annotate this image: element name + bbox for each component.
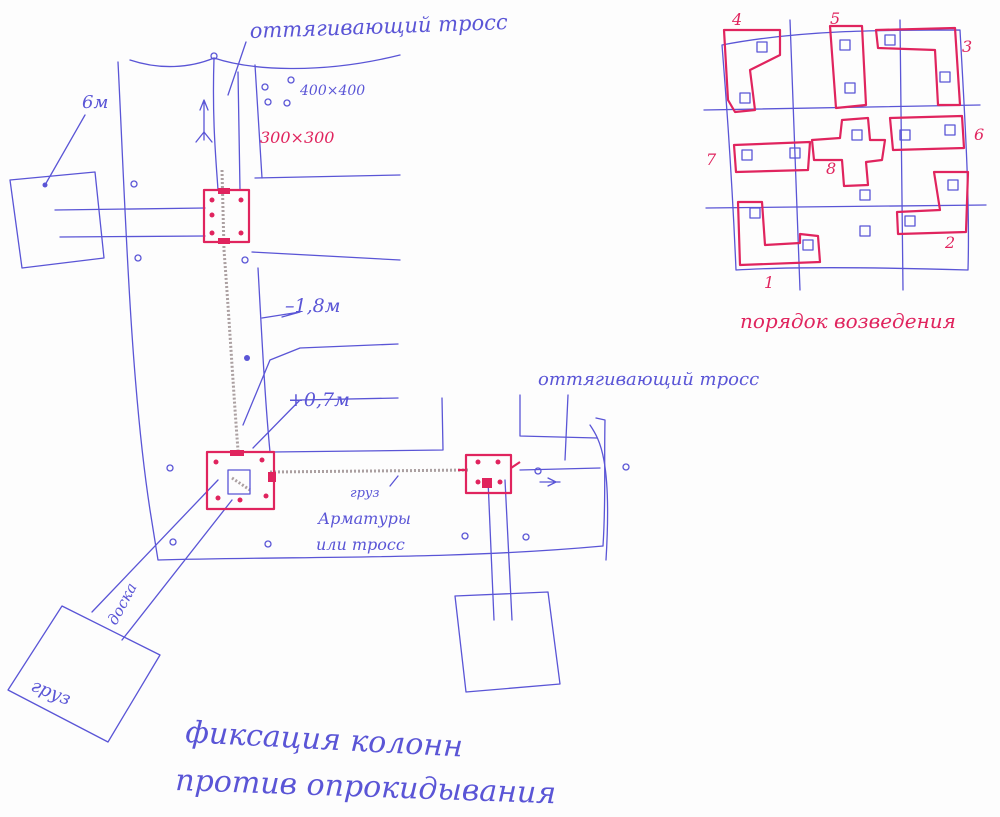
sequence-plan [703,19,987,291]
sequence-title: порядок возведения [740,309,956,333]
small-circles-group [261,76,295,107]
sequence-red-blocks [722,24,970,267]
seq-number-2: 2 [944,233,955,252]
label-dim-400: 400×400 [299,83,365,99]
foundation-outline [117,54,609,561]
label-weight-1: груз [350,486,380,501]
seq-number-3: 3 [962,37,972,56]
label-cable-top: оттягивающий тросс [249,10,508,43]
label-weight-3: или тросс [316,535,405,554]
label-weight-2: Арматуры [317,509,411,528]
label-plank: доска [104,580,141,628]
seq-number-7: 7 [706,150,717,169]
seq-number-8: 8 [826,159,836,178]
column-corner [205,450,276,511]
label-cable-right: оттягивающий тросс [538,369,759,390]
seq-number-5: 5 [830,9,840,28]
left-load-slab [9,114,206,269]
plank-and-load-left [7,479,233,743]
leader-lines [195,41,601,487]
pencil-cables [220,169,471,492]
caption-line-1: фиксация колонн [185,715,464,764]
column-top [202,188,251,244]
label-plus-07: +0,7м [288,389,350,411]
seq-number-4: 4 [731,10,742,29]
seq-number-1: 1 [764,273,774,292]
label-dim-300: 300×300 [260,128,334,147]
sequence-small-squares [739,34,959,251]
caption-line-2: против опрокидывания [175,763,557,811]
label-minus-18: –1,8м [285,295,340,317]
column-right [458,453,521,495]
plank-and-load-right [454,479,561,693]
seq-number-6: 6 [974,125,984,144]
label-six-m: 6м [82,92,108,113]
